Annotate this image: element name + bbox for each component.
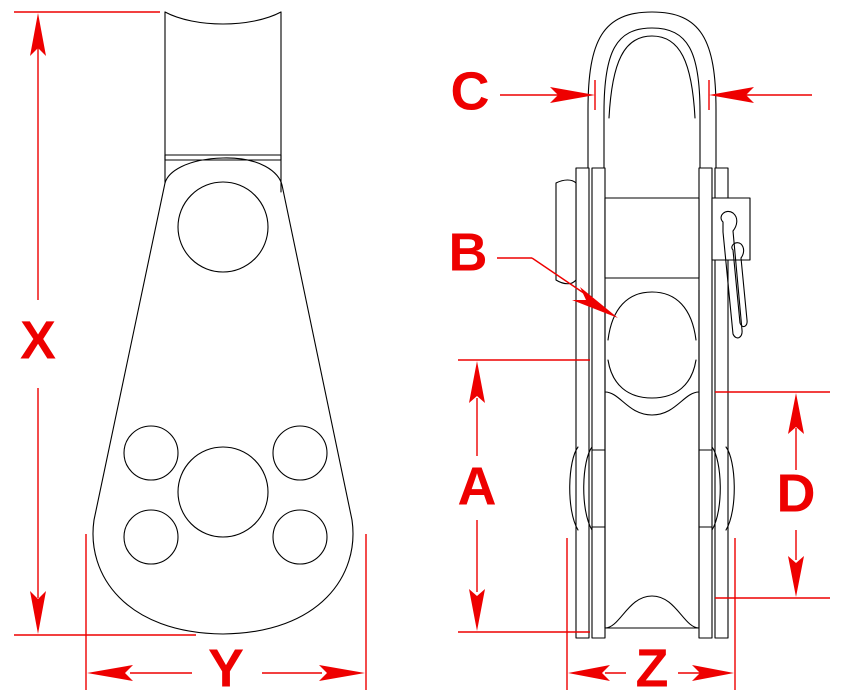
dim-d-label: D: [777, 463, 816, 523]
dim-x-arrowhead-bottom: [30, 591, 46, 634]
side-sheave-groove-top: [604, 391, 700, 416]
dimension-y: Y: [85, 534, 367, 698]
dimension-z: Z: [566, 538, 736, 698]
dim-c-arrowhead-left: [550, 87, 595, 103]
side-view: [555, 11, 751, 639]
side-shackle-stock-line: [608, 35, 696, 119]
front-view: [92, 11, 354, 635]
dim-z-arrowhead-right: [692, 665, 734, 681]
side-sheave-hub-arc-top: [607, 291, 697, 341]
side-rim-arc-right-outer: [725, 446, 735, 531]
side-nut-block: [711, 197, 751, 261]
front-lightening-hole-bottom-right: [272, 509, 328, 565]
dim-b-label: B: [449, 222, 488, 282]
side-sheave-groove-bottom: [604, 595, 700, 629]
dim-y-arrowhead-right: [319, 665, 365, 681]
dim-a-arrowhead-top: [469, 361, 485, 403]
front-lightening-hole-top-right: [272, 425, 328, 481]
side-split-pin-leg-inner: [731, 242, 748, 328]
side-shackle-outer-profile: [587, 11, 717, 201]
front-body-outline: [92, 157, 354, 635]
dimension-d: D: [715, 391, 830, 599]
front-shackle-strap-outline: [164, 11, 282, 161]
dim-d-arrowhead-top: [788, 393, 804, 434]
dim-c-label: C: [451, 61, 490, 121]
side-sheave-hub-arc-bottom: [607, 359, 697, 399]
dim-c-arrowhead-right: [709, 87, 754, 103]
dim-x-arrowhead-top: [30, 13, 46, 56]
dim-a-arrowhead-bottom: [469, 589, 485, 631]
dimension-b: B: [449, 222, 618, 318]
dim-y-arrowhead-left: [87, 665, 133, 681]
side-right-cheek-plate: [714, 167, 729, 639]
front-upper-pin-hole: [177, 181, 269, 273]
front-lightening-hole-top-left: [123, 425, 179, 481]
dim-z-label: Z: [636, 638, 669, 698]
side-left-inner-strap: [591, 167, 606, 639]
dim-z-arrowhead-left: [568, 665, 610, 681]
side-axle-bolt-body: [604, 197, 700, 279]
side-sheave-body-sides: [604, 289, 700, 629]
side-rim-arc-left-outer: [569, 446, 579, 531]
side-bolt-head: [555, 179, 577, 285]
dimension-x: X: [14, 11, 196, 636]
front-shackle-top-curve: [164, 11, 282, 25]
side-shackle-inner-profile: [603, 27, 701, 201]
dimension-a: A: [458, 359, 590, 633]
dim-y-label: Y: [208, 638, 244, 698]
front-lightening-hole-bottom-left: [123, 509, 179, 565]
front-centre-axle-hole: [177, 446, 269, 538]
side-rim-arc-right-inner: [711, 446, 721, 531]
dim-a-label: A: [458, 456, 497, 516]
side-left-cheek-plate: [575, 167, 590, 639]
dim-b-arrowhead: [572, 287, 618, 318]
dim-d-arrowhead-bottom: [788, 556, 804, 597]
side-right-inner-strap: [698, 167, 713, 639]
dimension-c: C: [451, 61, 812, 121]
side-split-pin-leg-outer: [720, 210, 743, 339]
dim-x-label: X: [20, 310, 56, 370]
side-rim-arc-left-inner: [583, 446, 593, 531]
